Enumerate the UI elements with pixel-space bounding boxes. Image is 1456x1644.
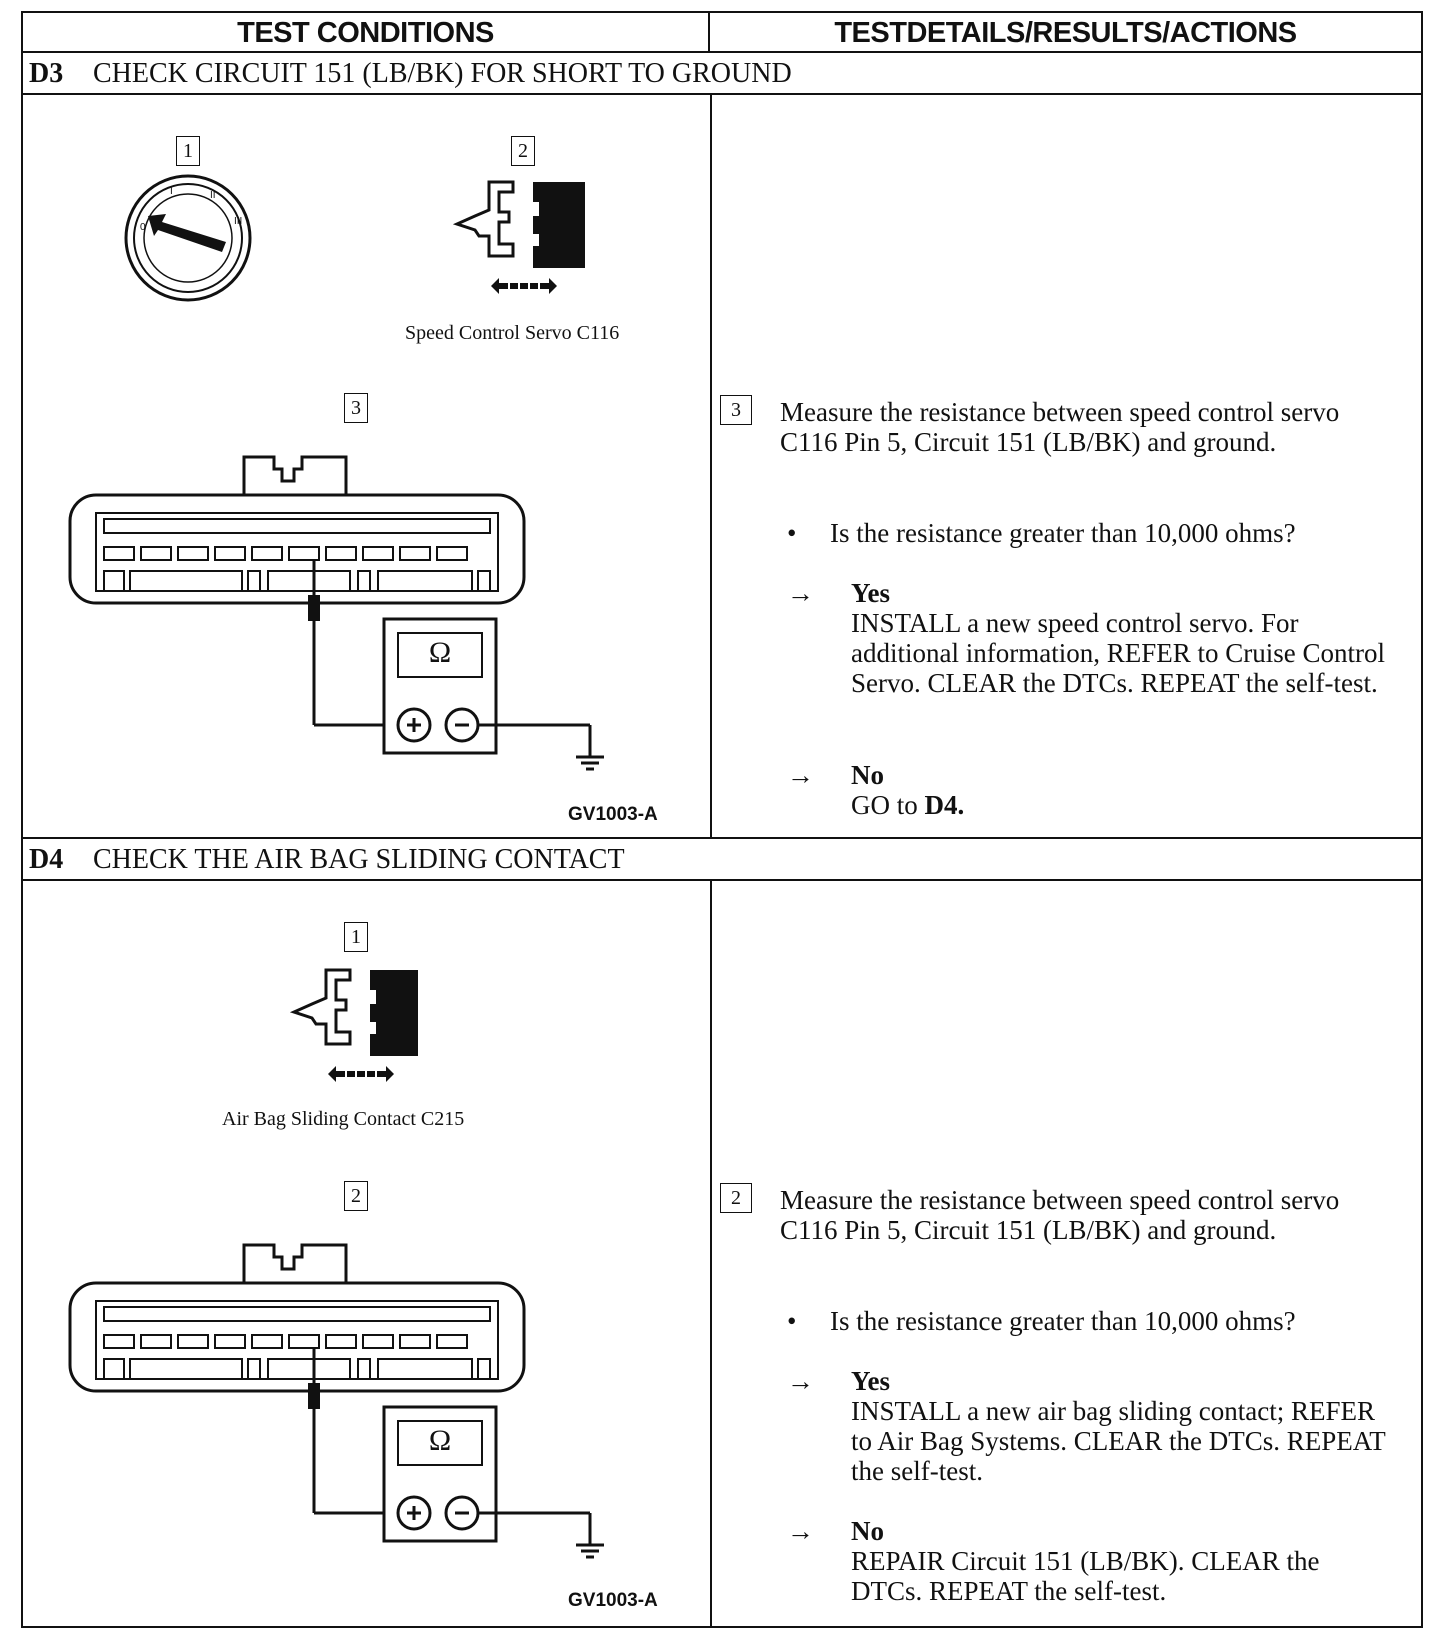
d3-title: CHECK CIRCUIT 151 (LB/BK) FOR SHORT TO G… [93,58,792,89]
d3-yes-answer: Yes INSTALL a new speed control servo. F… [851,578,1391,698]
d3-section-title: D3 CHECK CIRCUIT 151 (LB/BK) FOR SHORT TO… [23,53,1421,95]
svg-text:II: II [210,190,216,201]
d3-no-action-target: D4. [924,790,965,820]
d4-yes-label: Yes [851,1366,890,1396]
d4-no-answer: No REPAIR Circuit 151 (LB/BK). CLEAR the… [851,1516,1391,1606]
d4-title: CHECK THE AIR BAG SLIDING CONTACT [93,844,625,875]
bullet: • [787,518,797,548]
d4-step-box-2: 2 [344,1181,368,1211]
d3-step-number: 3 [720,395,752,425]
d4-yes-answer: Yes INSTALL a new air bag sliding contac… [851,1366,1391,1486]
svg-text:0: 0 [140,222,146,233]
ignition-switch-icon: 0 I II III [124,174,252,302]
header-test-conditions: TEST CONDITIONS [23,13,710,53]
d4-no-action: REPAIR Circuit 151 (LB/BK). CLEAR the DT… [851,1546,1320,1606]
d3-question: Is the resistance greater than 10,000 oh… [830,518,1296,548]
arrow-icon: → [787,578,814,608]
column-divider [710,95,712,837]
d3-step-box-1: 1 [176,136,200,166]
d3-step-box-3: 3 [344,393,368,423]
arrow-icon: → [787,1366,814,1396]
d4-figure-id: GV1003-A [568,1590,658,1611]
d3-step-text: Measure the resistance between speed con… [780,397,1340,457]
arrow-icon: → [787,760,814,790]
connector-disconnect-icon [289,968,418,1082]
d4-question: Is the resistance greater than 10,000 oh… [830,1306,1296,1336]
ohm-symbol: Ω [428,1424,452,1457]
d3-no-label: No [851,760,884,790]
ohm-symbol: Ω [428,636,452,669]
arrow-icon: → [787,1516,814,1546]
column-divider [710,881,712,1626]
d3-connector-caption: Speed Control Servo C116 [405,322,620,344]
row-divider [23,837,1421,839]
bullet: • [787,1306,797,1336]
d3-no-action-prefix: GO to [851,790,925,820]
connector-disconnect-icon [452,180,585,294]
d3-code: D3 [29,58,64,89]
svg-text:III: III [234,216,242,227]
d3-figure-id: GV1003-A [568,804,658,825]
d4-section-title: D4 CHECK THE AIR BAG SLIDING CONTACT [23,839,1421,881]
d3-yes-action: INSTALL a new speed control servo. For a… [851,608,1385,698]
ohmmeter-test-diagram [68,455,604,771]
d4-step-text: Measure the resistance between speed con… [780,1185,1340,1245]
d4-no-label: No [851,1516,884,1546]
test-procedure-table: TEST CONDITIONS TESTDETAILS/RESULTS/ACTI… [21,11,1423,1628]
d3-no-action: GO to D4. [851,790,1391,820]
d4-code: D4 [29,844,64,875]
d3-step-box-2: 2 [511,136,535,166]
d3-yes-label: Yes [851,578,890,608]
d3-no-answer: No GO to D4. [851,760,1391,820]
d4-step-box-1: 1 [344,922,368,952]
d4-yes-action: INSTALL a new air bag sliding contact; R… [851,1396,1386,1486]
ohmmeter-test-diagram [68,1243,604,1559]
header-test-details: TESTDETAILS/RESULTS/ACTIONS [710,13,1421,53]
d4-connector-caption: Air Bag Sliding Contact C215 [222,1108,465,1130]
svg-text:I: I [170,186,173,197]
d4-step-number: 2 [720,1183,752,1213]
